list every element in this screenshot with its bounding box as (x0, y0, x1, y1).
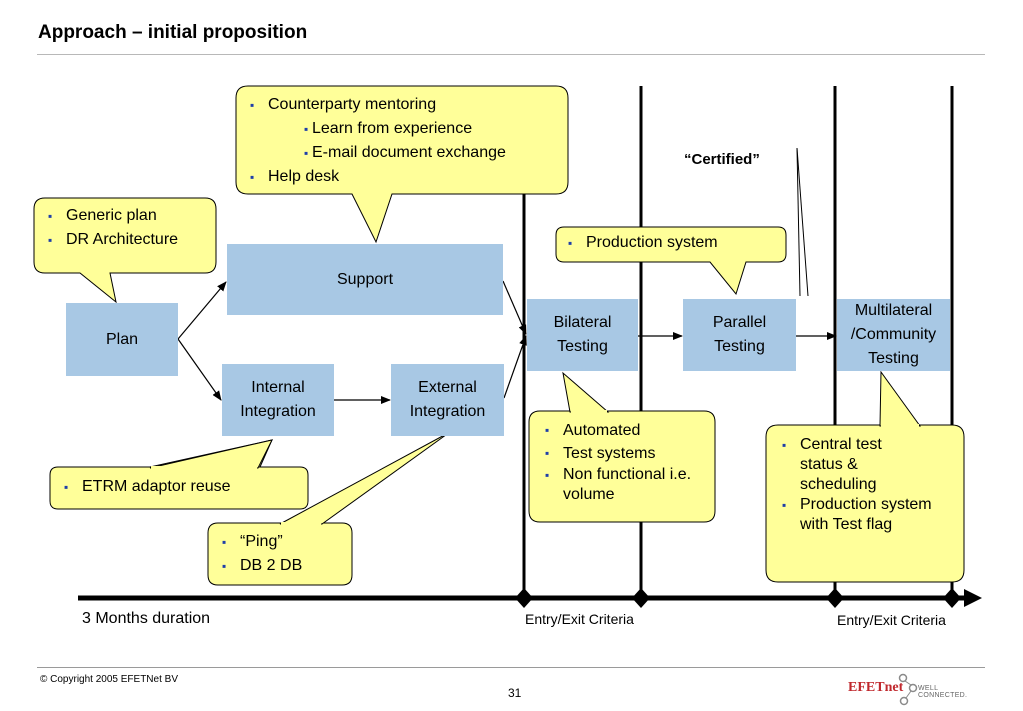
callout-automated-item: Non functional i.e. volume (539, 465, 693, 505)
callout-etrm-tail (149, 439, 273, 469)
efetnet-logo-icon (898, 673, 918, 706)
callout-central-tail (879, 370, 921, 427)
callout-ping-tail-mask (281, 522, 321, 525)
callout-production: Production system (562, 231, 782, 255)
arrow-plan-support (177, 281, 227, 340)
callout-mentoring-item: Counterparty mentoring (244, 93, 564, 117)
efetnet-logo: EFETnet WELL CONNECTED. (848, 672, 988, 706)
entry-exit-criteria-label: Entry/Exit Criteria (525, 611, 634, 627)
callout-production-item: Production system (562, 231, 782, 255)
external-integration-label: External Integration (409, 379, 486, 420)
arrow-support-bilateral (502, 280, 527, 335)
support-label: Support (336, 270, 394, 288)
plan-label: Plan (105, 330, 139, 348)
multilateral-testing-label: Multilateral /Community Testing (850, 302, 937, 367)
callout-etrm: ETRM adaptor reuse (58, 475, 306, 499)
entry-exit-criteria-label: Entry/Exit Criteria (837, 612, 946, 628)
callout-automated-tail (562, 371, 610, 413)
external-integration-box: External Integration (391, 364, 504, 436)
bilateral-testing-box: Bilateral Testing (527, 299, 638, 371)
arrow-external-bilateral (503, 335, 527, 399)
milestone-diamond-4 (943, 588, 961, 608)
logo-tagline: WELL CONNECTED. (918, 685, 968, 699)
callout-etrm-item: ETRM adaptor reuse (58, 475, 306, 499)
certified-pointer-2 (796, 147, 801, 297)
parallel-testing-box: Parallel Testing (683, 299, 796, 371)
callout-automated-item: Test systems (539, 442, 709, 465)
milestone-diamond-2 (632, 588, 650, 608)
internal-integration-label: Internal Integration (240, 379, 316, 420)
callout-mentoring-item: Help desk (244, 165, 564, 189)
callout-central-item: Central test status & scheduling (776, 435, 920, 495)
callout-ping-item: DB 2 DB (216, 554, 350, 578)
logo-wordmark: EFETnet (848, 680, 904, 695)
callout-generic-item: DR Architecture (42, 228, 214, 252)
callout-automated: Automated Test systems Non functional i.… (539, 419, 709, 505)
parallel-testing-label: Parallel Testing (712, 314, 767, 355)
milestone-diamond-3 (826, 588, 844, 608)
copyright-text: © Copyright 2005 EFETNet BV (40, 674, 178, 685)
callout-mentoring: Counterparty mentoring Learn from experi… (244, 93, 564, 189)
callout-ping-item: “Ping” (216, 530, 350, 554)
milestone-diamond-1 (515, 588, 533, 608)
callout-central: Central test status & scheduling Product… (776, 435, 956, 535)
callout-central-tail-mask (881, 424, 919, 427)
duration-label: 3 Months duration (82, 610, 211, 627)
support-box: Support (227, 244, 503, 315)
page-number: 31 (508, 686, 522, 700)
internal-integration-box: Internal Integration (222, 364, 334, 436)
certified-pointer-1 (796, 147, 809, 297)
callout-mentoring-subitem: Learn from experience (244, 117, 564, 141)
bilateral-testing-label: Bilateral Testing (553, 314, 612, 355)
callout-generic-item: Generic plan (42, 204, 214, 228)
callout-automated-tail-mask (571, 410, 607, 413)
callout-central-item: Production system with Test flag (776, 495, 950, 535)
callout-automated-item: Automated (539, 419, 709, 442)
multilateral-testing-box: Multilateral /Community Testing (837, 299, 950, 371)
arrow-plan-internal (177, 338, 222, 401)
slide-title: Approach – initial proposition (38, 22, 308, 43)
callout-mentoring-subitem: E-mail document exchange (244, 141, 564, 165)
certified-label: “Certified” (684, 151, 760, 168)
title-divider (37, 54, 985, 55)
callout-etrm-tail-mask (151, 466, 257, 469)
timeline-arrowhead (964, 589, 982, 607)
callout-ping: “Ping” DB 2 DB (216, 530, 350, 578)
callout-generic: Generic plan DR Architecture (42, 204, 214, 252)
plan-box: Plan (66, 303, 178, 376)
footer-divider (37, 667, 985, 668)
